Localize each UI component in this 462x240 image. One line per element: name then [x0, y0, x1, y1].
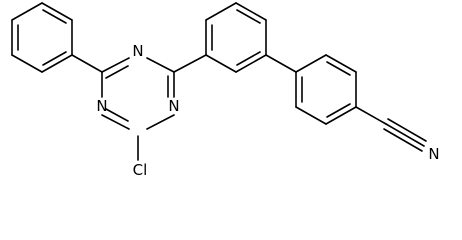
double-bond-inner: [42, 51, 67, 66]
bond: [205, 54, 237, 73]
double-bond-inner: [236, 51, 261, 66]
double-bond-inner: [105, 65, 129, 79]
double-bond-inner: [105, 108, 129, 122]
double-bond-inner: [326, 61, 351, 76]
bond: [11, 2, 43, 21]
bond: [173, 54, 207, 73]
bond: [205, 2, 237, 21]
bond: [41, 54, 73, 73]
nitrile-triple-bond: [383, 118, 427, 152]
double-bond-inner: [236, 9, 261, 24]
bond: [41, 2, 73, 21]
bond: [325, 106, 357, 125]
atom-n-triazine-right: N: [168, 97, 179, 115]
bond: [235, 2, 267, 21]
central-benzene-ring: [205, 2, 267, 73]
atom-n-triazine-top: N: [132, 42, 143, 60]
double-bond-inner: [42, 9, 67, 24]
bond: [235, 54, 267, 73]
bond: [146, 57, 175, 73]
bond: [295, 54, 327, 73]
bond: [101, 57, 130, 73]
atom-n-triazine-left: N: [96, 97, 107, 115]
bond: [355, 106, 387, 125]
bond: [387, 118, 427, 142]
molecule-drawing: N N N Cl N: [11, 2, 440, 179]
cyanophenyl-ring: [295, 54, 357, 125]
phenyl-ring: [11, 2, 73, 73]
bond: [385, 123, 425, 147]
bond: [295, 106, 327, 125]
bond: [71, 54, 103, 73]
bond: [101, 114, 130, 130]
bond: [265, 54, 297, 73]
structure-diagram: N N N Cl N: [11, 2, 440, 179]
atom-n-nitrile: N: [428, 145, 439, 163]
bond: [146, 114, 175, 130]
bond: [325, 54, 357, 73]
bond: [383, 128, 423, 152]
double-bond-inner: [326, 103, 351, 118]
atom-cl: Cl: [133, 161, 148, 179]
triazine-ring: N N N: [96, 42, 180, 130]
bond: [11, 54, 43, 73]
